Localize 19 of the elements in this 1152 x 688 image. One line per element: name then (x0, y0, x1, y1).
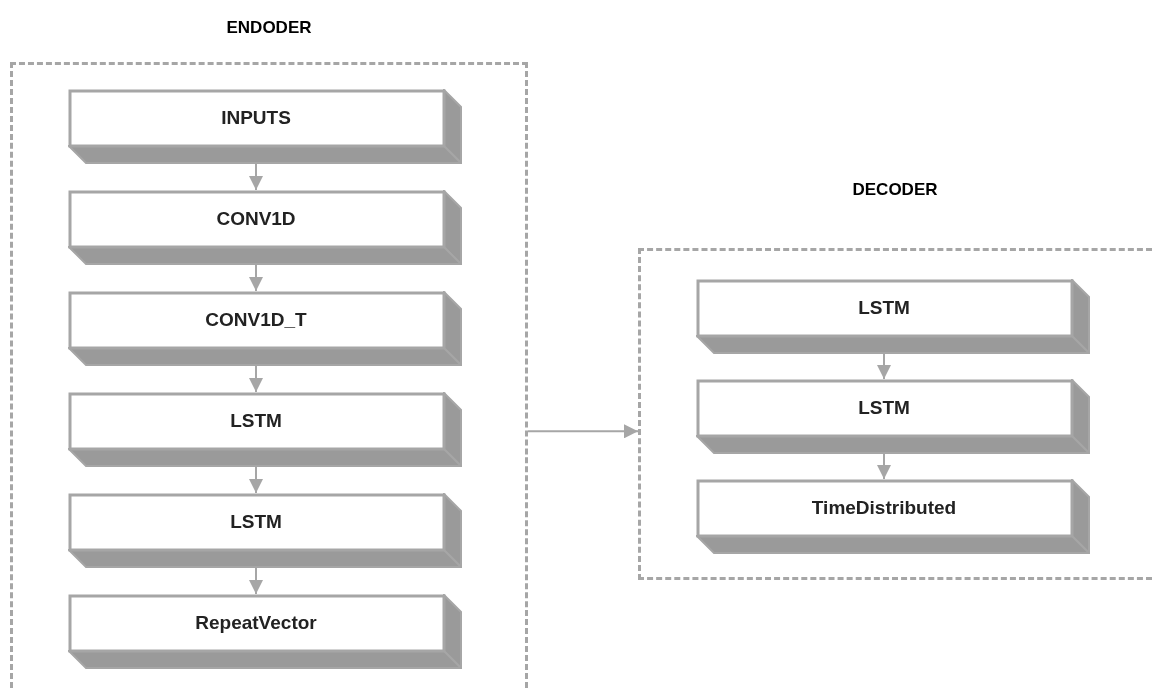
arrow (249, 567, 263, 595)
arrow (249, 365, 263, 393)
layer-label: RepeatVector (195, 611, 317, 634)
arrow (249, 466, 263, 494)
arrow (249, 264, 263, 292)
arrow (877, 453, 891, 480)
layer-label: CONV1D (216, 207, 296, 230)
group-title: ENDODER (225, 18, 313, 38)
layer-label: LSTM (858, 396, 910, 419)
layer-label: TimeDistributed (811, 496, 957, 519)
layer-label: CONV1D_T (205, 308, 307, 331)
group-title: DECODER (851, 180, 939, 200)
layer-label: INPUTS (221, 106, 291, 129)
layer-label: LSTM (230, 510, 282, 533)
arrow (249, 163, 263, 191)
layer-label: LSTM (230, 409, 282, 432)
arrow (527, 424, 639, 439)
layer-label: LSTM (858, 296, 910, 319)
arrow (877, 353, 891, 380)
